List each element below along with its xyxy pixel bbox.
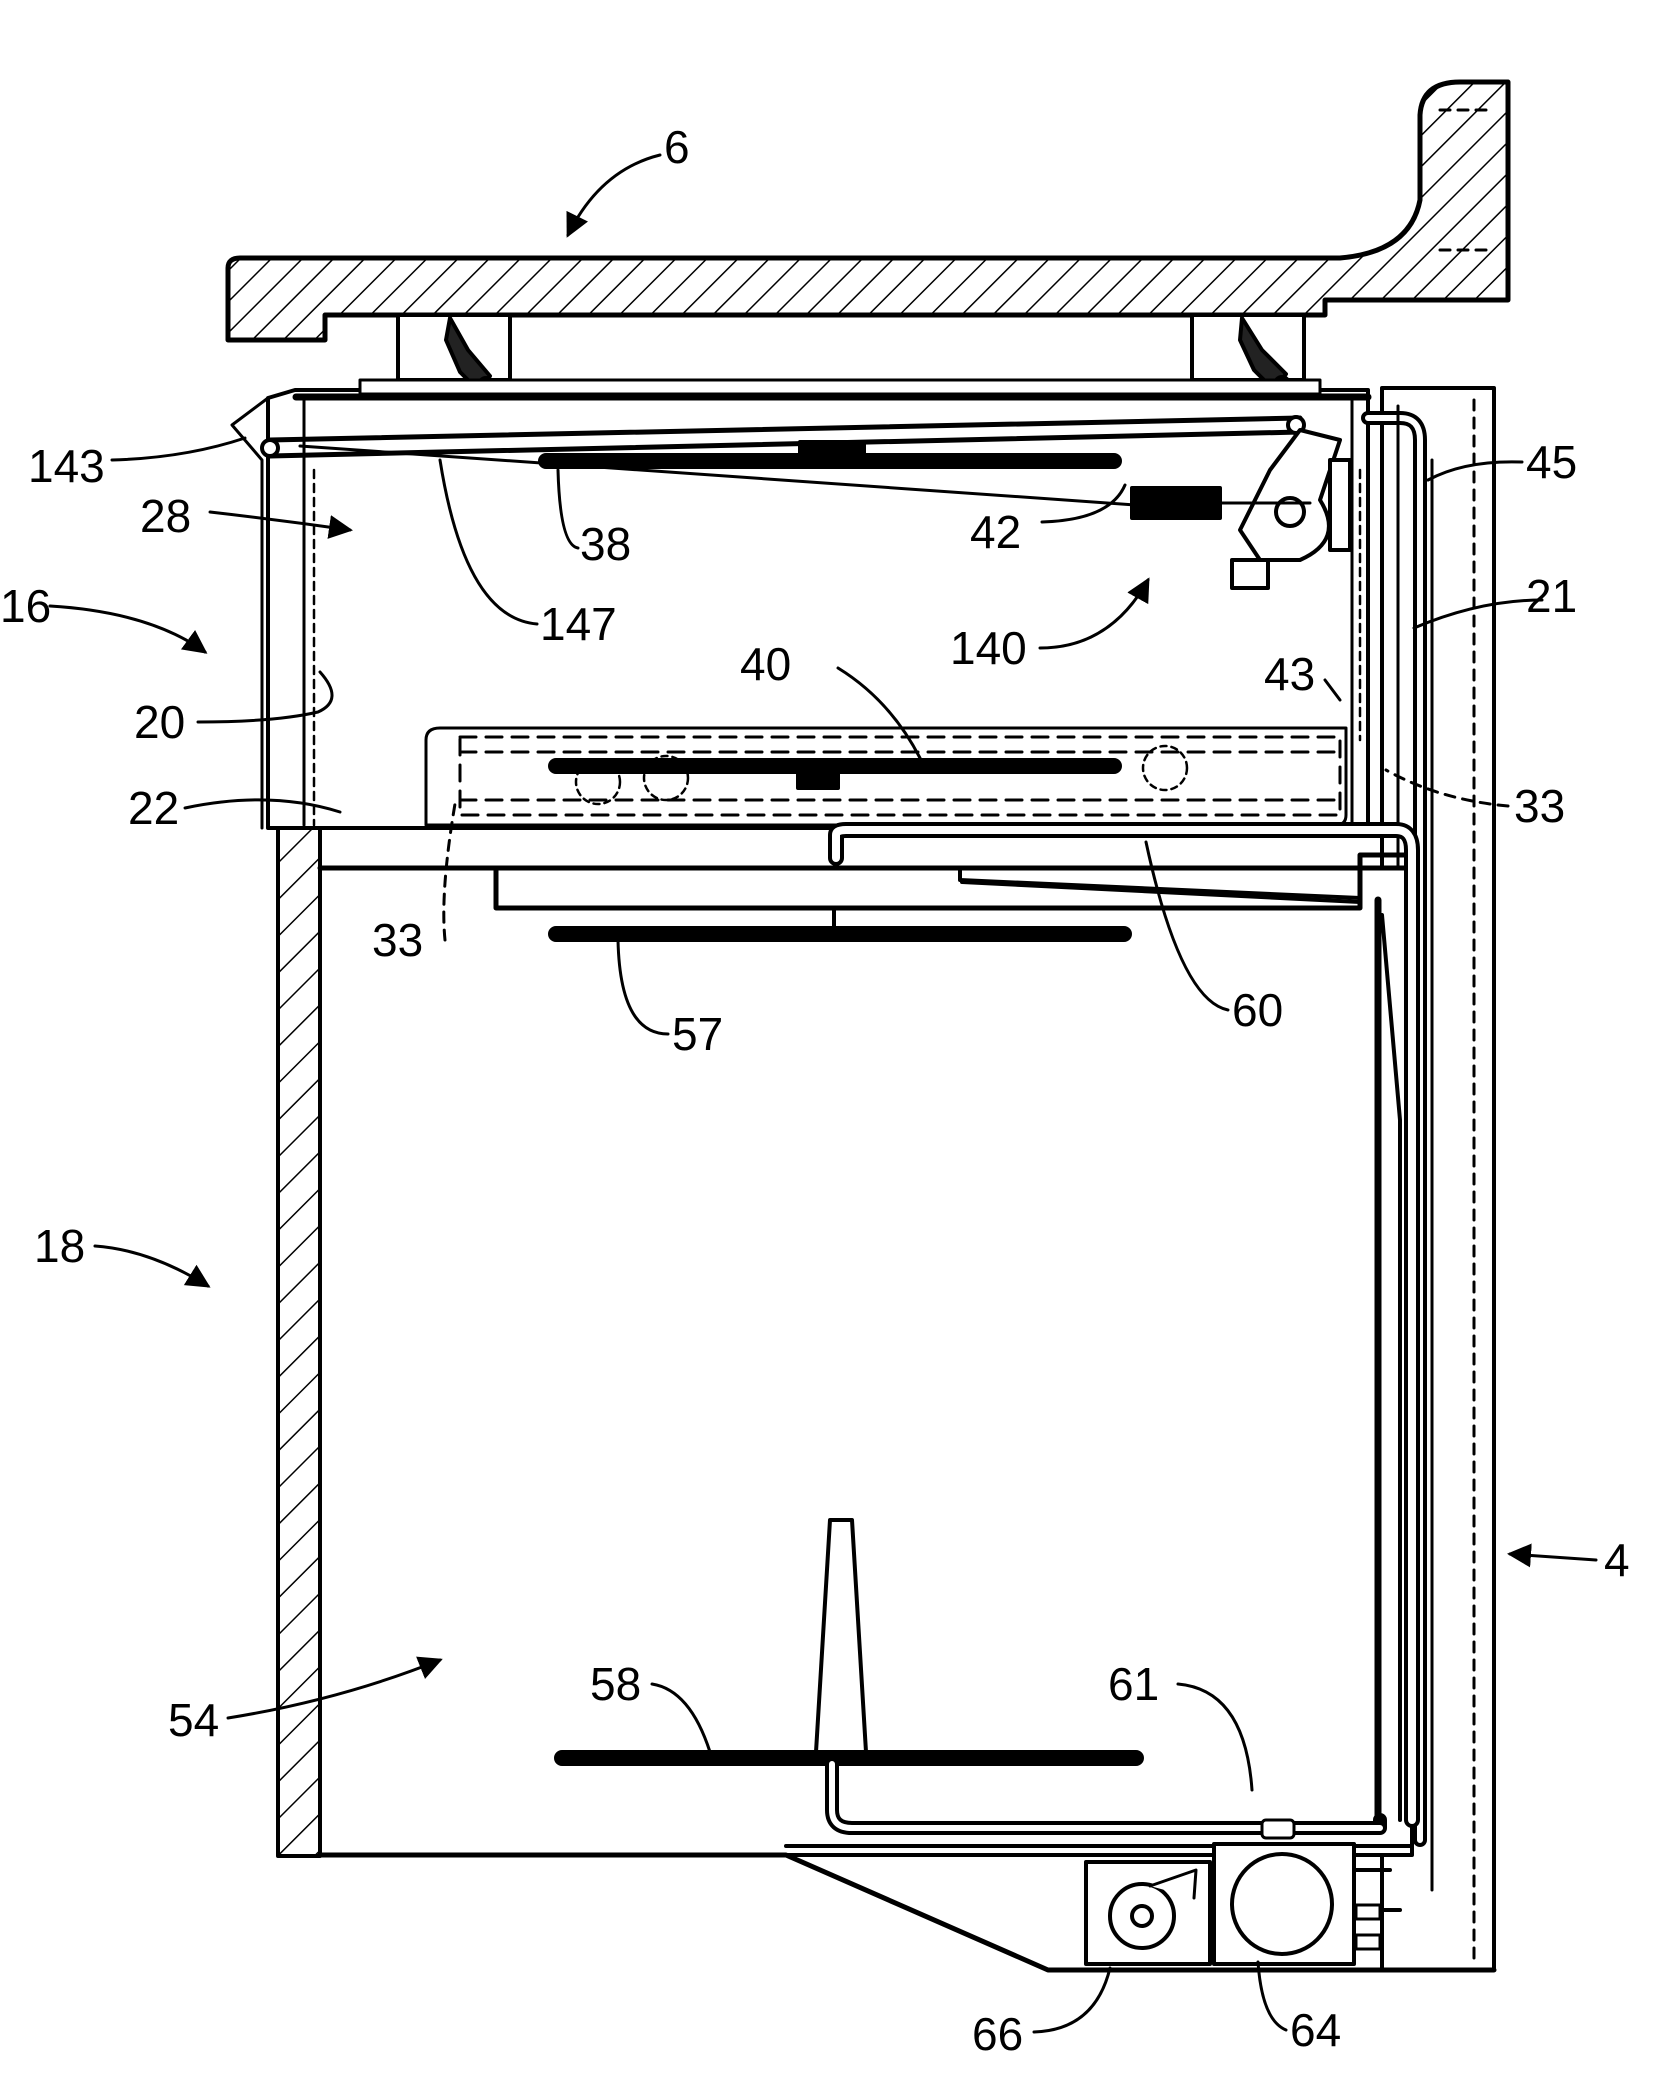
lower-upper-spray-arm [550,928,1130,940]
label-28: 28 [140,490,191,542]
label-20: 20 [134,696,185,748]
label-54: 54 [168,1694,219,1746]
label-16: 16 [0,580,51,632]
label-45: 45 [1526,436,1577,488]
label-21: 21 [1526,570,1577,622]
label-61: 61 [1108,1658,1159,1710]
label-43: 43 [1264,648,1315,700]
label-140: 140 [950,622,1027,674]
countertop [228,82,1508,340]
label-6: 6 [664,121,690,173]
bottom-spray-arm [556,1752,1142,1764]
label-66: 66 [972,2008,1023,2060]
label-18: 18 [34,1220,85,1272]
label-22: 22 [128,782,179,834]
label-147: 147 [540,598,617,650]
label-33-left: 33 [372,914,423,966]
label-143: 143 [28,440,105,492]
label-38: 38 [580,518,631,570]
label-57: 57 [672,1008,723,1060]
label-42: 42 [970,506,1021,558]
label-64: 64 [1290,2004,1341,2056]
label-58: 58 [590,1658,641,1710]
label-40: 40 [740,638,791,690]
label-4: 4 [1604,1534,1630,1586]
label-60: 60 [1232,984,1283,1036]
label-33-right: 33 [1514,780,1565,832]
